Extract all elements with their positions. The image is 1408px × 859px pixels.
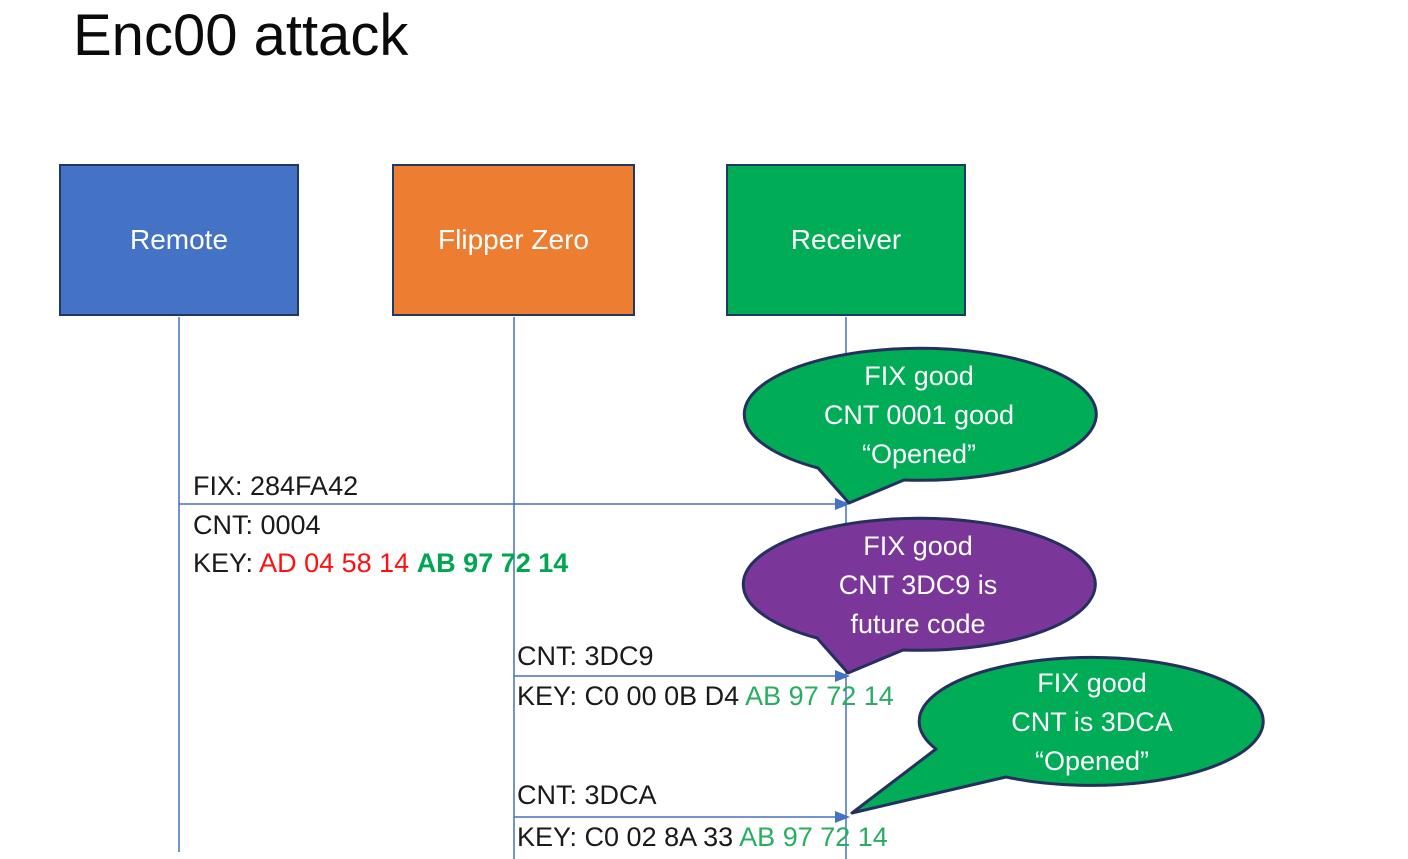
message-2-cnt: CNT: 3DC9: [517, 641, 654, 672]
callout-3-line-2: CNT is 3DCA: [1011, 707, 1173, 737]
message-1-key-fixed-bytes: AB 97 72 14: [416, 548, 569, 578]
callout-3-line-3: “Opened”: [1034, 746, 1150, 776]
callout-2-text: FIX good CNT 3DC9 is future code: [742, 527, 1094, 644]
message-1-key: KEY: AD 04 58 14 AB 97 72 14: [193, 548, 568, 579]
actor-box-remote: Remote: [59, 164, 299, 316]
arrowhead-icon: [835, 811, 850, 823]
message-2-cnt-text: CNT: 3DC9: [517, 641, 654, 671]
message-1-fix-text: FIX: 284FA42: [193, 471, 359, 501]
message-1-key-label: KEY:: [193, 548, 260, 578]
actor-label-receiver: Receiver: [790, 224, 902, 255]
message-2-key: KEY: C0 00 0B D4 AB 97 72 14: [517, 681, 894, 712]
arrowhead-icon: [835, 498, 850, 510]
actor-box-receiver: Receiver: [726, 164, 966, 316]
message-1-cnt: CNT: 0004: [193, 510, 321, 541]
callout-2-line-2: CNT 3DC9 is: [838, 570, 998, 600]
message-3-cnt-text: CNT: 3DCA: [517, 780, 657, 810]
callout-1-text: FIX good CNT 0001 good “Opened”: [743, 357, 1095, 474]
message-1-fix: FIX: 284FA42: [193, 471, 358, 502]
callout-1-line-1: FIX good: [864, 361, 974, 391]
callout-3-line-1: FIX good: [1037, 668, 1147, 698]
message-1-cnt-text: CNT: 0004: [193, 510, 321, 540]
callout-bubble-3: [850, 655, 1265, 815]
callout-bubble-1: [742, 346, 1098, 505]
callout-1-line-3: “Opened”: [861, 439, 977, 469]
message-1-key-changed-bytes: AD 04 58 14: [259, 548, 417, 578]
slide-title: Enc00 attack: [73, 3, 409, 68]
callout-2-line-3: future code: [850, 609, 986, 639]
message-arrow-1: [179, 498, 850, 510]
arrowhead-icon: [835, 670, 850, 682]
message-arrow-2: [514, 670, 850, 682]
callout-bubble-2: [741, 516, 1097, 675]
message-arrow-3: [514, 811, 850, 823]
message-3-key-label: KEY: C0 02 8A 33: [517, 822, 740, 852]
message-2-key-label: KEY: C0 00 0B D4: [517, 681, 746, 711]
message-2-key-fixed-bytes: AB 97 72 14: [745, 681, 894, 711]
callout-1-line-2: CNT 0001 good: [823, 400, 1015, 430]
callout-2-line-1: FIX good: [863, 531, 973, 561]
callout-3-text: FIX good CNT is 3DCA “Opened”: [920, 664, 1264, 781]
actor-label-remote: Remote: [129, 224, 229, 255]
message-3-key-fixed-bytes: AB 97 72 14: [739, 822, 888, 852]
actor-label-flipper-zero: Flipper Zero: [438, 224, 589, 255]
message-3-key: KEY: C0 02 8A 33 AB 97 72 14: [517, 822, 888, 853]
actor-box-flipper-zero: Flipper Zero: [392, 164, 635, 316]
message-3-cnt: CNT: 3DCA: [517, 780, 657, 811]
